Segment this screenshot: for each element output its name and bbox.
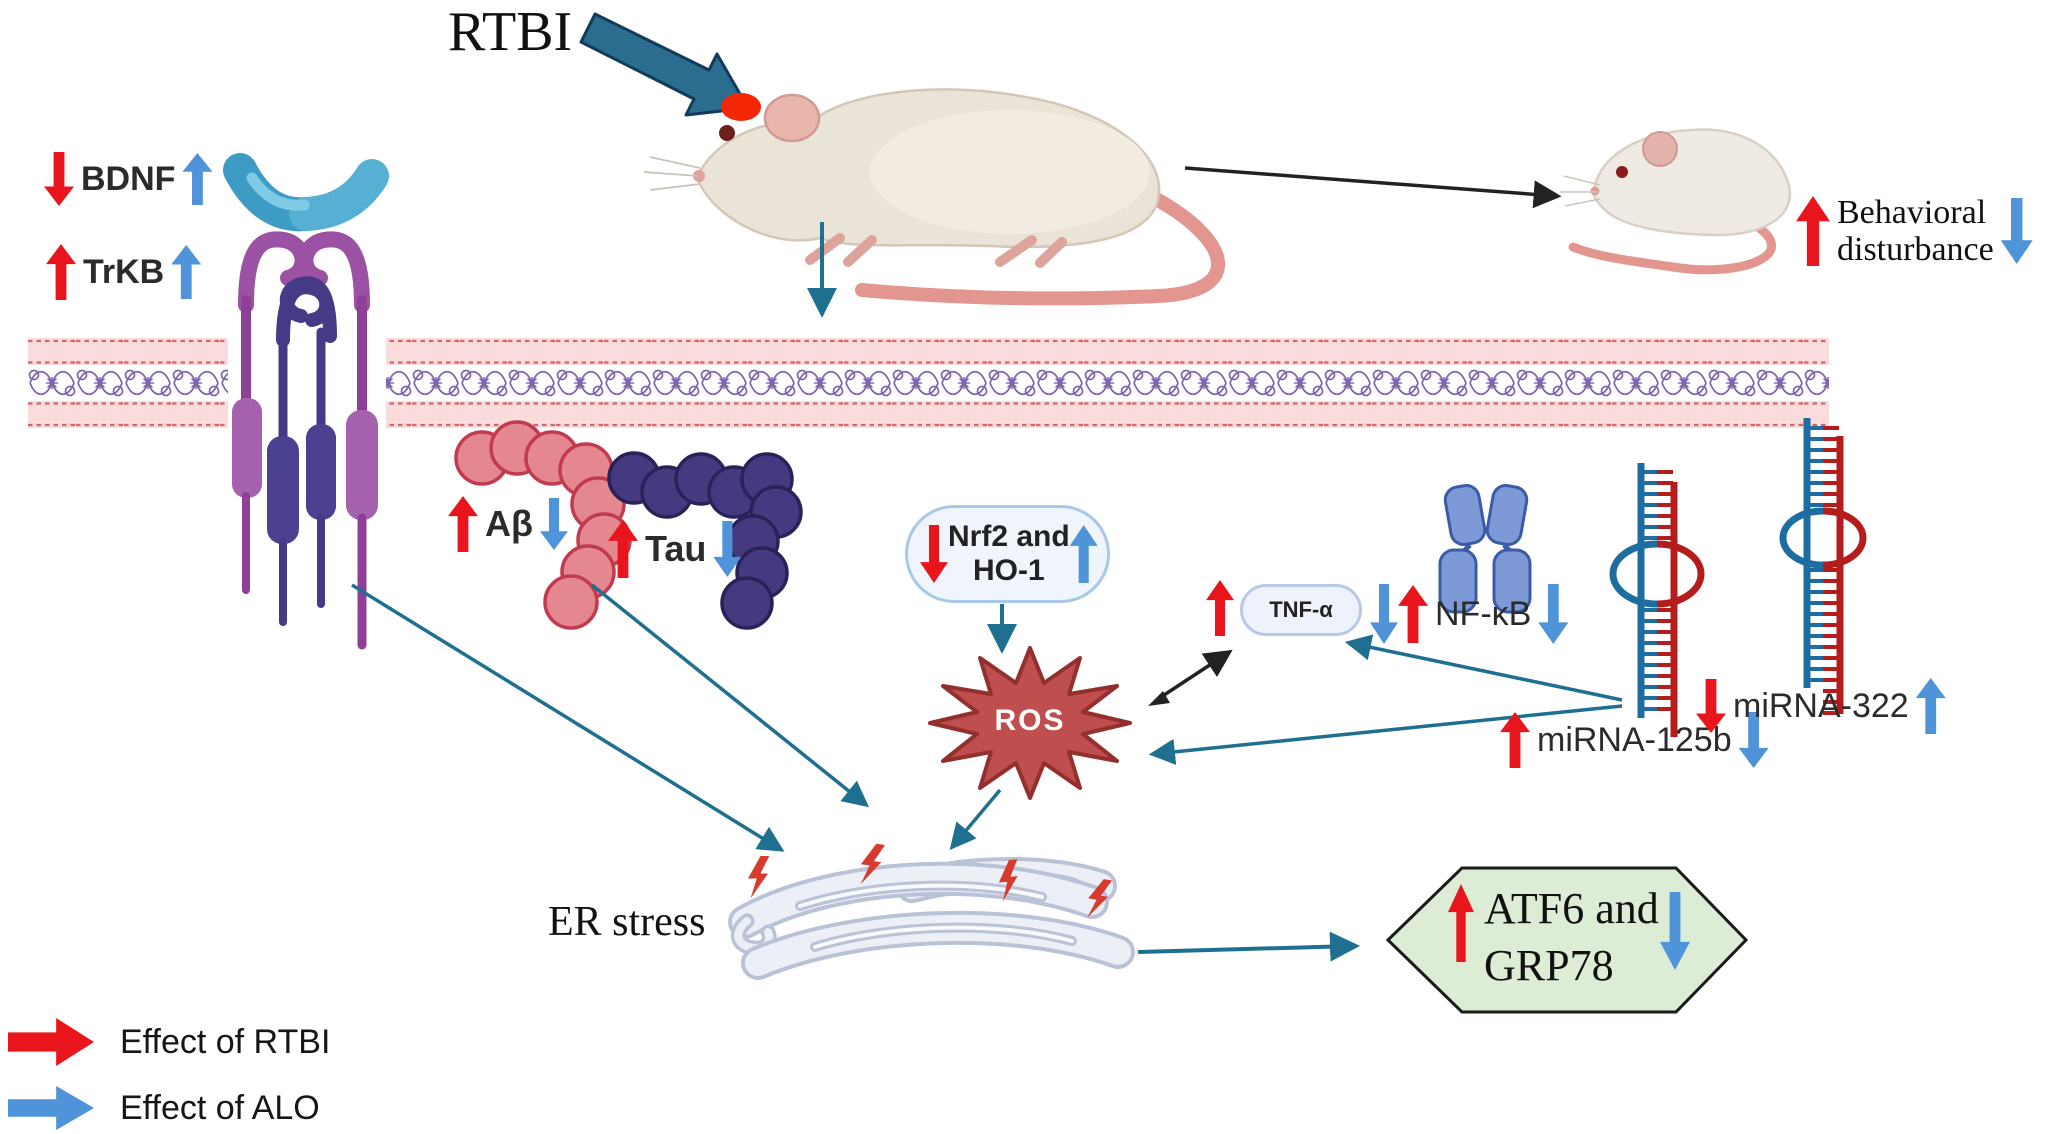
trkb-label: TrKB — [83, 252, 165, 291]
tnf-label: TNF-α — [1269, 597, 1333, 622]
rtbi-decrease-arrow — [44, 152, 74, 206]
alo-increase-arrow — [182, 153, 213, 205]
alo-decrease-arrow — [1538, 584, 1569, 644]
mirna322-label: miRNA-322 — [1733, 686, 1909, 725]
legend-row-alo: Effect of ALO — [8, 1082, 330, 1134]
rtbi-increase-arrow — [1398, 585, 1428, 643]
mirna322-marker: miRNA-322 — [1696, 678, 1946, 734]
alo-decrease-arrow — [2000, 198, 2033, 264]
rtbi-increase-arrow — [608, 520, 638, 578]
bdnf-ligand-icon — [223, 153, 389, 232]
atf6-grp78-hexagon — [1385, 866, 1749, 1014]
rtbi-increase-arrow — [1500, 712, 1530, 768]
trkb-marker: TrKB — [46, 244, 202, 300]
ros-starburst — [928, 646, 1132, 800]
mirna-hairpin-left — [1609, 463, 1705, 737]
nrf2-ho1-label: Nrf2 and HO-1 — [948, 520, 1070, 587]
rtbi-impact-arrow — [579, 12, 750, 117]
rtbi-increase-arrow — [1796, 196, 1830, 266]
alo-increase-arrow — [171, 245, 202, 299]
legend-row-rtbi: Effect of RTBI — [8, 1016, 330, 1068]
injury-site — [721, 93, 761, 121]
atf6-grp78-label: ATF6 and GRP78 — [1484, 884, 1659, 990]
abeta-marker: Aβ — [448, 496, 568, 552]
nrf2-ho1-box: Nrf2 and HO-1 — [905, 505, 1110, 603]
rtbi-decrease-arrow — [920, 525, 948, 583]
cell-membrane — [28, 338, 1829, 428]
mirna125b-label: miRNA-125b — [1537, 720, 1732, 759]
abeta-label: Aβ — [485, 503, 533, 544]
nfkb-label: NF-κB — [1435, 594, 1532, 633]
rtbi-legend-arrow — [8, 1018, 94, 1066]
bdnf-label: BDNF — [81, 159, 176, 198]
nfkb-marker: NF-κB — [1398, 584, 1569, 644]
alo-increase-arrow — [1069, 525, 1098, 583]
ros-label: ROS — [994, 704, 1066, 737]
legend-alo-label: Effect of ALO — [120, 1088, 320, 1127]
rtbi-decrease-arrow — [1696, 679, 1726, 733]
amyloid-beta-aggregate — [454, 420, 632, 630]
mirna-hairpin-right — [1779, 418, 1867, 716]
behavioral-label: Behavioral disturbance — [1837, 194, 1994, 268]
nfkb-protein-icon — [1438, 484, 1532, 614]
rtbi-increase-arrow — [46, 244, 76, 300]
mirna125b-marker: miRNA-125b — [1500, 712, 1769, 768]
tau-label: Tau — [645, 528, 707, 569]
legend-rtbi-label: Effect of RTBI — [120, 1022, 331, 1061]
er-stress-label: ER stress — [548, 899, 706, 945]
legend: Effect of RTBI Effect of ALO — [8, 1016, 330, 1134]
connector-arrows — [351, 166, 1623, 962]
behavioral-marker: Behavioral disturbance — [1796, 194, 2033, 268]
bdnf-marker: BDNF — [44, 152, 213, 206]
recovered-mouse — [1560, 128, 1792, 275]
trkb-receptor — [232, 231, 378, 650]
rtbi-title: RTBI — [448, 1, 573, 63]
tau-aggregate — [607, 451, 803, 630]
injured-rat — [643, 88, 1226, 306]
rtbi-increase-arrow — [448, 496, 478, 552]
alo-decrease-arrow — [713, 521, 742, 577]
tau-marker: Tau — [608, 520, 742, 578]
er-illustration — [728, 857, 1135, 980]
tnf-oval: TNF-α — [1240, 584, 1362, 636]
alo-decrease-arrow — [539, 498, 568, 550]
alo-legend-arrow — [8, 1086, 94, 1130]
alo-increase-arrow — [1915, 678, 1946, 734]
